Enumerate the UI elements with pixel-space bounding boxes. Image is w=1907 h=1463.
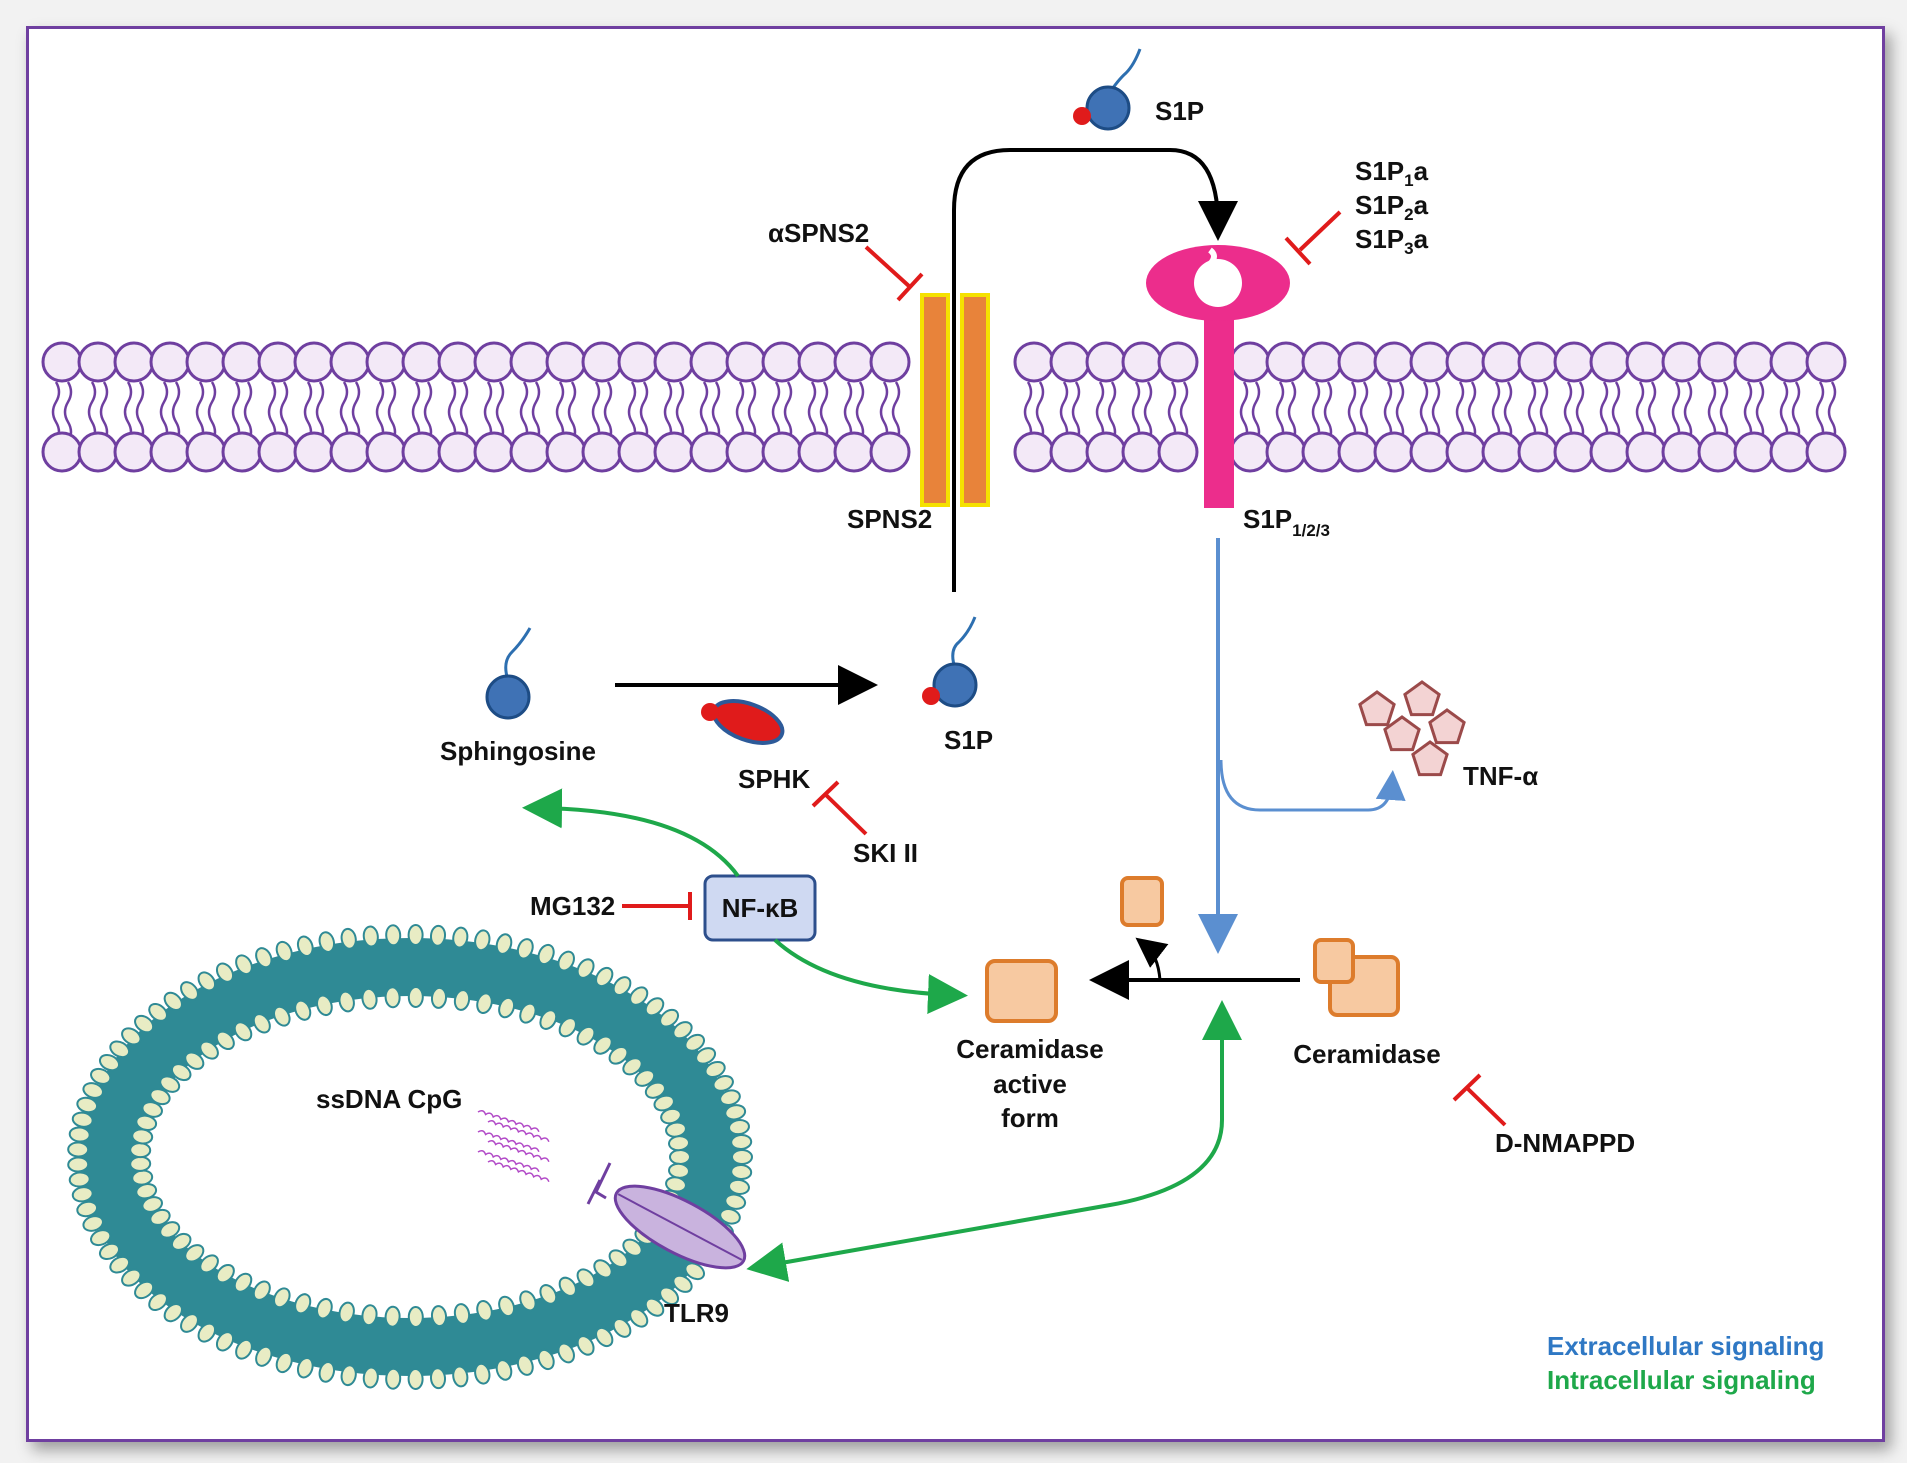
s1p-receptor-label: S1P1/2/3 [1243, 504, 1330, 540]
sphingosine-label: Sphingosine [440, 736, 596, 766]
s1p-molecule-extracellular [1073, 48, 1142, 131]
tnf-alpha-cluster [1358, 680, 1466, 777]
tnf-alpha-molecule [1411, 740, 1449, 777]
ceramidase-fragment-icon [1120, 876, 1164, 927]
tnf-alpha-molecule [1403, 680, 1441, 717]
sphk-enzyme [701, 699, 785, 745]
nfkb-label: NF-κB [722, 893, 799, 923]
sphk-label: SPHK [738, 764, 810, 794]
aspns2-label: αSPNS2 [768, 218, 869, 248]
s1p-export-arrow [952, 148, 1238, 592]
legend-extracellular: Extracellular signaling [1547, 1331, 1824, 1361]
ceramidase-active-label-2: active [993, 1069, 1067, 1099]
dnmappd-inhibitor [1452, 1073, 1507, 1127]
ceramidase-active-label-1: Ceramidase [956, 1034, 1103, 1064]
tlr9-ceramidase-arrow [746, 1000, 1242, 1282]
receptor-to-tnf-arrow [1219, 759, 1406, 812]
dnmappd-label: D-NMAPPD [1495, 1128, 1635, 1158]
s1p3a-label: S1P3a [1355, 224, 1429, 258]
plasma-membrane [41, 341, 1847, 473]
tlr9-receptor [586, 1162, 747, 1270]
aspns2-inhibitor [864, 245, 924, 302]
s1p-molecule-intracellular [922, 616, 978, 708]
ssdna-cpg-strands [477, 1109, 550, 1183]
nfkb-to-sphingosine-arrow [522, 788, 740, 878]
tnf-alpha-molecule [1358, 690, 1396, 727]
nfkb-box [703, 874, 817, 942]
endosome [67, 924, 753, 1390]
mg132-inhibitor [622, 892, 692, 920]
tnfa-label: TNF-α [1463, 761, 1538, 791]
tlr9-label: TLR9 [664, 1298, 729, 1328]
tnf-alpha-molecule [1428, 708, 1466, 745]
ssdna-label: ssDNA CpG [316, 1084, 462, 1114]
ceramidase-inactive-icon [1313, 938, 1400, 1017]
spns2-label: SPNS2 [847, 504, 932, 534]
fragment-release-arrow [1135, 937, 1169, 981]
s1p2a-label: S1P2a [1355, 190, 1429, 224]
s1p-inner-label: S1P [944, 725, 993, 755]
s1p-top-label: S1P [1155, 96, 1204, 126]
ceramidase-label: Ceramidase [1293, 1039, 1440, 1069]
ceramidase-active-icon [985, 959, 1058, 1023]
legend-intracellular: Intracellular signaling [1547, 1365, 1816, 1395]
sphingosine-molecule [485, 627, 532, 720]
s1p-receptor [1146, 245, 1290, 508]
ceramidase-active-label-3: form [1001, 1103, 1059, 1133]
mg132-label: MG132 [530, 891, 615, 921]
s1p1a-label: S1P1a [1355, 156, 1429, 190]
ski2-inhibitor [811, 780, 868, 836]
ski2-label: SKI II [853, 838, 918, 868]
tnf-alpha-molecule [1383, 715, 1421, 752]
nfkb-to-ceramidase-arrow [773, 938, 968, 1014]
s1p-agonist-inhibitor [1284, 210, 1342, 266]
spns2-transporter [920, 293, 990, 507]
